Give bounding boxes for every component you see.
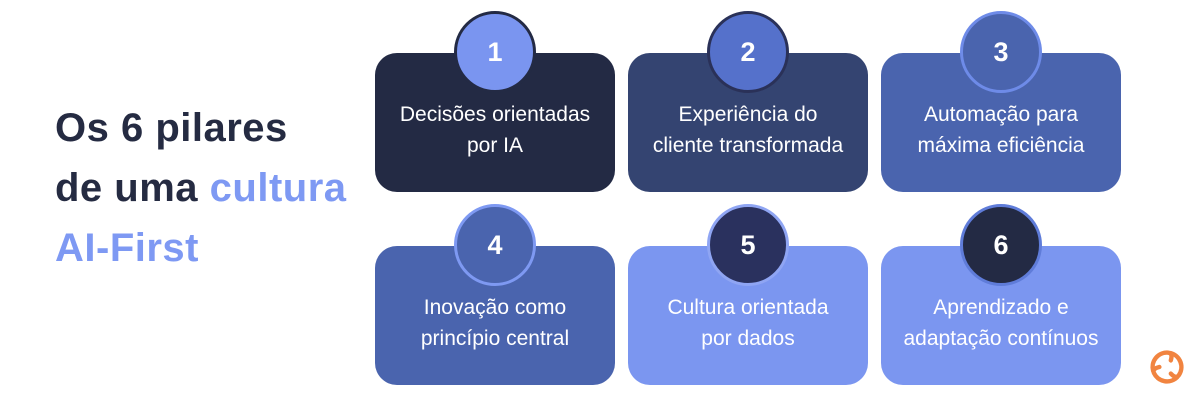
title-text-accent: AI-First [55, 226, 199, 270]
card-label-line: Aprendizado e [933, 295, 1069, 319]
card-label-line: máxima eficiência [917, 133, 1085, 157]
pillar-card-cell: Experiência do cliente transformada 2 [628, 11, 868, 192]
badge-number: 5 [740, 229, 756, 260]
pillar-card-cell: Cultura orientada por dados 5 [628, 204, 868, 385]
badge-number: 6 [993, 229, 1009, 260]
card-label-line: adaptação contínuos [903, 326, 1099, 350]
card-label-line: Experiência do [678, 102, 818, 126]
badge-number: 2 [740, 36, 756, 67]
title-line-1: Os 6 pilares [55, 98, 385, 158]
badge-circle: 3 [960, 11, 1042, 93]
card-label-line: Inovação como [423, 295, 567, 319]
card-label-line: cliente transformada [652, 133, 844, 157]
badge-number: 4 [487, 229, 503, 260]
badge-circle: 5 [707, 204, 789, 286]
card-label-line: Cultura orientada [667, 295, 829, 319]
title-text-dark: Os 6 pilares [55, 106, 288, 150]
title-text-dark: de uma [55, 166, 199, 210]
orange-swirl-logo-icon [1150, 350, 1184, 384]
title-line-2: de uma cultura [55, 158, 385, 218]
pillar-card-cell: Automação para máxima eficiência 3 [881, 11, 1121, 192]
card-label-line: por IA [466, 133, 524, 157]
pillar-card-cell: Inovação como princípio central 4 [375, 204, 615, 385]
badge-number: 1 [487, 36, 503, 67]
title-line-3: AI-First [55, 218, 385, 278]
badge-number: 3 [993, 36, 1009, 67]
card-label-line: princípio central [420, 326, 570, 350]
page-title: Os 6 pilares de uma cultura AI-First [55, 98, 385, 278]
card-label-line: Automação para [923, 102, 1079, 126]
badge-circle: 4 [454, 204, 536, 286]
pillar-card-cell: Aprendizado e adaptação contínuos 6 [881, 204, 1121, 385]
pillar-card: Automação para máxima eficiência [881, 53, 1121, 192]
card-label-line: Decisões orientadas [399, 102, 591, 126]
badge-circle: 2 [707, 11, 789, 93]
badge-circle: 1 [454, 11, 536, 93]
pillar-card-cell: Decisões orientadas por IA 1 [375, 11, 615, 192]
badge-circle: 6 [960, 204, 1042, 286]
title-text-accent: cultura [209, 166, 347, 210]
card-label-line: por dados [701, 326, 795, 350]
